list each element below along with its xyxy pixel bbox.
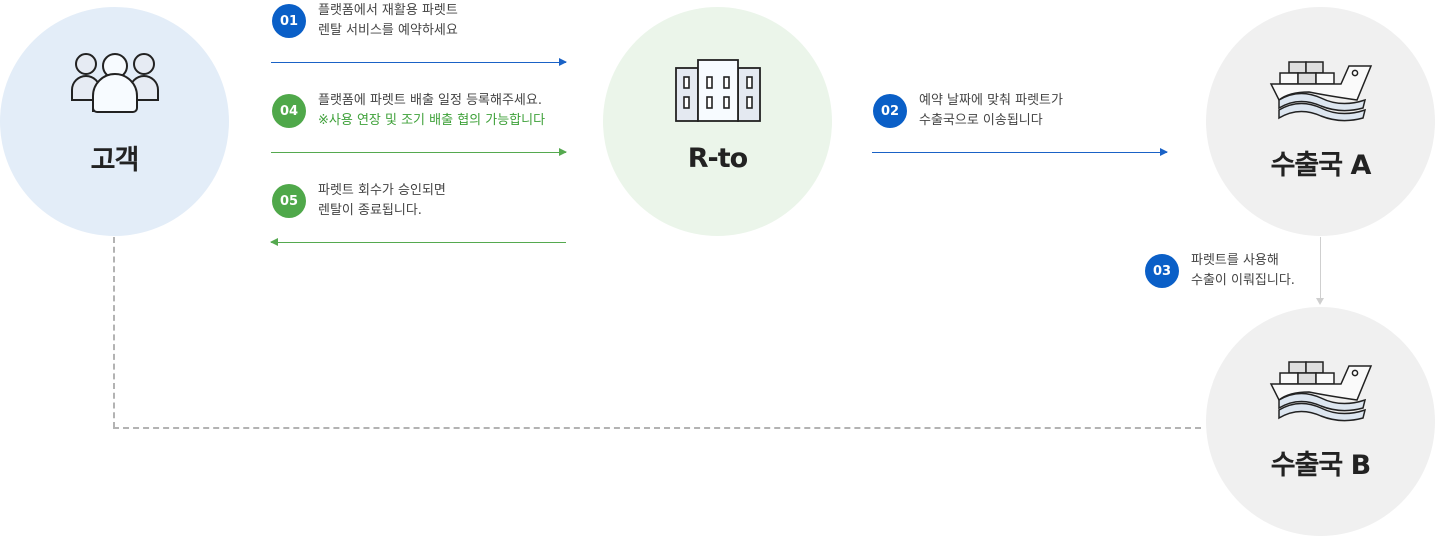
- customer-to-country-b-dashed-vertical: [113, 237, 115, 428]
- step-description: 파렛트 회수가 승인되면 렌탈이 종료됩니다.: [318, 181, 446, 221]
- arrow-customer-to-rto-04: [271, 148, 567, 156]
- step-05: 05 파렛트 회수가 승인되면 렌탈이 종료됩니다.: [272, 181, 446, 221]
- step-text-line: 수출국으로 이송됩니다: [919, 113, 1043, 128]
- step-badge: 03: [1145, 254, 1179, 288]
- arrowhead-right-icon: [559, 148, 567, 156]
- customer-label: 고객: [90, 145, 140, 176]
- step-02: 02 예약 날짜에 맞춰 파렛트가 수출국으로 이송됩니다: [873, 91, 1063, 131]
- step-badge: 01: [272, 4, 306, 38]
- step-text-line: 파렛트를 사용해: [1191, 253, 1279, 268]
- arrow-rto-to-country-a-02: [872, 148, 1168, 156]
- cargo-ship-icon: [1269, 361, 1372, 422]
- step-text-line: 수출이 이뤄집니다.: [1191, 273, 1295, 288]
- arrow-customer-to-rto-01: [271, 58, 567, 66]
- country-a-label: 수출국 A: [1270, 150, 1372, 181]
- step-text-line: 플랫폼에서 재활용 파렛트: [318, 3, 458, 18]
- arrowhead-down-icon: [1316, 298, 1324, 305]
- step-description: 플랫폼에서 재활용 파렛트 렌탈 서비스를 예약하세요: [318, 1, 458, 41]
- step-text-line: 플랫폼에 파렛트 배출 일정 등록해주세요.: [318, 93, 542, 108]
- arrow-country-a-to-country-b-03: [1316, 237, 1324, 305]
- step-text-line: 예약 날짜에 맞춰 파렛트가: [919, 93, 1063, 108]
- arrow-rto-to-customer-05: [270, 238, 566, 246]
- cargo-ship-icon: [1269, 61, 1372, 122]
- step-text-line: 렌탈이 종료됩니다.: [318, 203, 422, 218]
- node-rto: R-to: [603, 7, 832, 236]
- people-group-icon: [70, 53, 159, 113]
- step-description: 파렛트를 사용해 수출이 이뤄집니다.: [1191, 251, 1295, 291]
- step-description: 플랫폼에 파렛트 배출 일정 등록해주세요. ※사용 연장 및 조기 배출 협의…: [318, 91, 545, 131]
- rto-label: R-to: [687, 143, 748, 174]
- building-icon: [674, 59, 761, 122]
- step-03: 03 파렛트를 사용해 수출이 이뤄집니다.: [1145, 251, 1295, 291]
- step-text-line: 렌탈 서비스를 예약하세요: [318, 23, 458, 38]
- step-badge: 04: [272, 94, 306, 128]
- step-note: ※사용 연장 및 조기 배출 협의 가능합니다: [318, 113, 546, 128]
- arrowhead-right-icon: [1160, 148, 1168, 156]
- node-country-b: 수출국 B: [1206, 307, 1435, 536]
- arrowhead-right-icon: [559, 58, 567, 66]
- node-customer: 고객: [0, 7, 229, 236]
- arrowhead-left-icon: [270, 238, 278, 246]
- step-01: 01 플랫폼에서 재활용 파렛트 렌탈 서비스를 예약하세요: [272, 1, 458, 41]
- step-description: 예약 날짜에 맞춰 파렛트가 수출국으로 이송됩니다: [919, 91, 1063, 131]
- customer-to-country-b-dashed-horizontal: [113, 427, 1201, 429]
- country-b-label: 수출국 B: [1270, 450, 1372, 481]
- step-badge: 05: [272, 184, 306, 218]
- node-country-a: 수출국 A: [1206, 7, 1435, 236]
- step-badge: 02: [873, 94, 907, 128]
- step-04: 04 플랫폼에 파렛트 배출 일정 등록해주세요. ※사용 연장 및 조기 배출…: [272, 91, 545, 131]
- step-text-line: 파렛트 회수가 승인되면: [318, 183, 446, 198]
